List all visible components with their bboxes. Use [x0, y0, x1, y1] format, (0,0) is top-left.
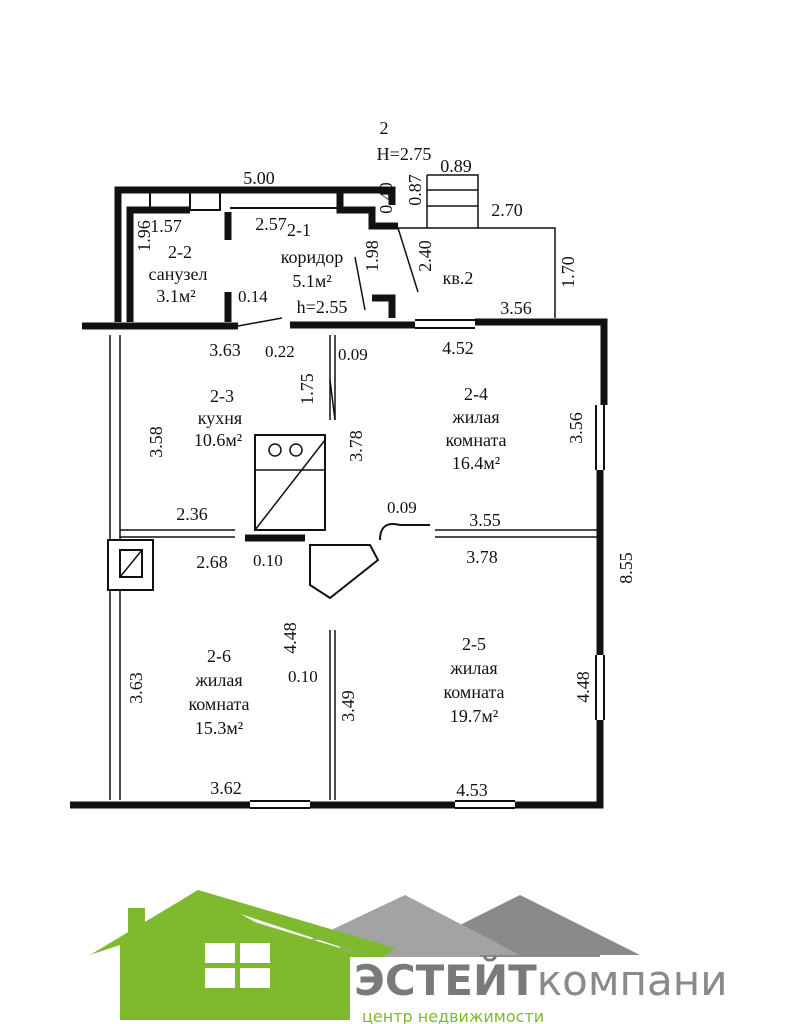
- dim-label: 8.55: [616, 552, 636, 584]
- dim-label: 3.56: [566, 412, 586, 444]
- logo-brand: ЭСТЕЙТкомпани: [354, 955, 728, 1005]
- room-2-5: 2-5 жилая комната 19.7м²: [443, 634, 504, 726]
- ceiling-height: H=2.75: [377, 144, 432, 164]
- dim-label: 3.78: [346, 430, 366, 462]
- room-name: жилая: [194, 670, 242, 690]
- apartment-number: 2: [380, 118, 389, 138]
- window-icon: [205, 943, 270, 988]
- company-logo: ЭСТЕЙТкомпани центр недвижимости: [90, 890, 797, 1024]
- dim-label: 4.52: [442, 338, 474, 358]
- dim-label: 1.75: [297, 373, 317, 405]
- room-id: 2-6: [207, 646, 231, 666]
- room-id: 2-5: [462, 634, 486, 654]
- room-area: 5.1м²: [292, 271, 331, 291]
- dim-label: 0.22: [265, 342, 295, 361]
- room-2-3: 2-3 кухня 10.6м²: [194, 386, 242, 450]
- walls: [70, 174, 608, 809]
- dim-label: 0.40: [376, 182, 396, 214]
- corridor-height: h=2.55: [297, 297, 348, 317]
- dim-label: 0.89: [440, 156, 472, 176]
- dim-label: 0.09: [387, 498, 417, 517]
- dim-label: 3.55: [469, 510, 501, 530]
- logo-tagline: центр недвижимости: [362, 1007, 544, 1024]
- dim-label: 4.53: [456, 780, 488, 800]
- labels: 2 H=2.75 5.00 0.89 2.70 1.57 2.57 0.14 3…: [126, 118, 636, 800]
- neighbor-label: кв.2: [443, 268, 474, 288]
- room-2-2: 2-2 санузел 3.1м²: [149, 242, 208, 306]
- room-name: санузел: [149, 264, 208, 284]
- dim-label: 1.70: [558, 256, 578, 288]
- dim-label: 1.57: [150, 216, 182, 236]
- dim-label: 0.87: [405, 174, 425, 206]
- dim-label: 0.10: [288, 667, 318, 686]
- dim-label: 0.10: [253, 551, 283, 570]
- dim-label: 5.00: [243, 168, 275, 188]
- dim-label: 3.78: [466, 547, 498, 567]
- dim-label: 3.63: [209, 340, 241, 360]
- room-name: комната: [443, 682, 504, 702]
- dim-label: 2.40: [415, 240, 435, 272]
- room-id: 2-2: [168, 242, 192, 262]
- logo-brand-bold: ЭСТЕЙТ: [354, 955, 537, 1005]
- room-area: 15.3м²: [195, 718, 243, 738]
- dim-label: 0.14: [238, 287, 268, 306]
- room-name: кухня: [198, 408, 242, 428]
- room-area: 16.4м²: [452, 453, 500, 473]
- room-name: комната: [445, 430, 506, 450]
- room-2-6: 2-6 жилая комната 15.3м²: [188, 646, 249, 738]
- dim-label: 2.70: [491, 200, 523, 220]
- dim-label: 1.96: [134, 220, 154, 252]
- dim-label: 1.98: [362, 240, 382, 272]
- dim-label: 3.58: [146, 426, 166, 458]
- dim-label: 2.57: [255, 214, 287, 234]
- dim-label: 3.63: [126, 672, 146, 704]
- room-name: комната: [188, 694, 249, 714]
- dim-label: 0.09: [338, 345, 368, 364]
- room-2-1: 2-1 коридор 5.1м² h=2.55: [281, 220, 348, 317]
- dim-label: 3.62: [210, 778, 242, 798]
- room-2-4: 2-4 жилая комната 16.4м²: [445, 384, 506, 473]
- room-id: 2-4: [464, 384, 488, 404]
- room-name: жилая: [449, 658, 497, 678]
- room-area: 3.1м²: [156, 286, 195, 306]
- dim-label: 4.48: [280, 622, 300, 654]
- dim-label: 2.36: [176, 504, 208, 524]
- room-name: жилая: [451, 407, 499, 427]
- room-id: 2-3: [210, 386, 234, 406]
- room-area: 19.7м²: [450, 706, 498, 726]
- dim-label: 3.56: [500, 298, 532, 318]
- room-area: 10.6м²: [194, 430, 242, 450]
- dim-label: 4.48: [573, 671, 593, 703]
- logo-brand-light: компани: [537, 956, 728, 1005]
- dim-label: 2.68: [196, 552, 228, 572]
- dim-label: 3.49: [338, 690, 358, 722]
- room-name: коридор: [281, 247, 344, 267]
- room-id: 2-1: [287, 220, 311, 240]
